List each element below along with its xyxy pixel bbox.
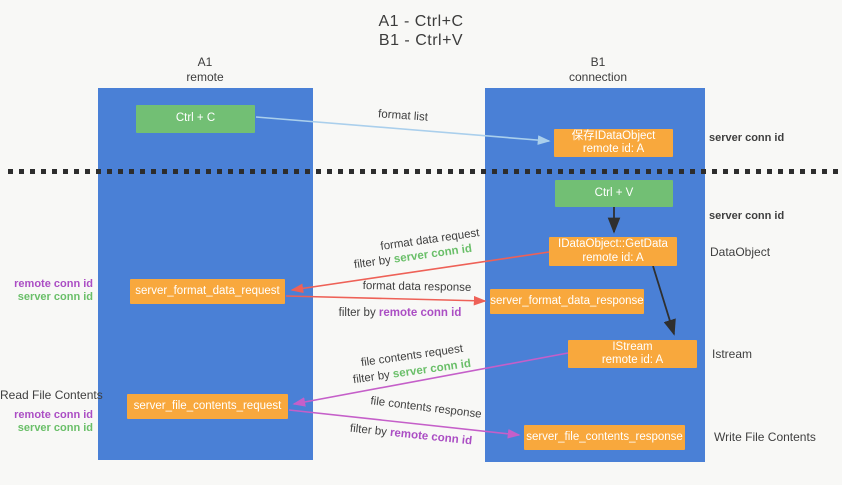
label-filter-by-remote-conn-id-1: filter by remote conn id <box>339 307 462 319</box>
node-file-request-label: server_file_contents_request <box>133 399 282 412</box>
label-filter-by-remote-conn-id-2: filter by remote conn id <box>349 423 472 448</box>
node-server-format-data-request: server_format_data_request <box>130 279 285 304</box>
node-istream-line2: remote id: A <box>601 354 664 366</box>
right-label-server-conn-id-top: server conn id <box>709 132 785 144</box>
filter-by-text: filter by <box>353 254 392 272</box>
remote-conn-id-text: remote conn id <box>389 426 473 448</box>
node-ctrl-c: Ctrl + C <box>136 105 255 133</box>
node-server-file-contents-request: server_file_contents_request <box>127 394 288 419</box>
column-a1-name: A1 <box>197 55 213 69</box>
column-b1-name: B1 <box>590 55 606 69</box>
node-ctrl-v-label: Ctrl + V <box>594 186 634 199</box>
node-ctrl-c-label: Ctrl + C <box>175 112 216 125</box>
node-ctrl-v: Ctrl + V <box>555 180 673 207</box>
column-header-b1: B1 connection <box>538 55 658 85</box>
remote-conn-id-text: remote conn id <box>378 307 462 319</box>
node-getdata-line2: remote id: A <box>582 251 644 264</box>
left-label-server-conn-id-top: server conn id <box>17 291 93 303</box>
left-label-group-format: remote conn id server conn id <box>0 278 93 304</box>
node-istream: IStream remote id: A <box>568 340 697 368</box>
right-label-istream: Istream <box>712 347 753 361</box>
title-line-2: B1 - Ctrl+V <box>378 32 464 49</box>
node-getdata-line1: IDataObject::GetData <box>558 238 668 250</box>
column-header-a1: A1 remote <box>145 55 265 85</box>
left-label-group-file: remote conn id server conn id <box>0 409 93 435</box>
format-data-response-arrow <box>285 295 487 306</box>
filter-by-text: filter by <box>352 369 391 387</box>
node-istream-line1: IStream <box>612 340 653 353</box>
left-label-remote-conn-id-bottom: remote conn id <box>14 409 93 421</box>
label-file-contents-response: file contents response <box>369 395 483 421</box>
node-format-request-label: server_format_data_request <box>135 284 280 297</box>
node-server-file-contents-response: server_file_contents_response <box>524 425 685 450</box>
right-label-write-file-contents: Write File Contents <box>714 430 816 444</box>
right-label-server-conn-id-mid: server conn id <box>709 210 785 222</box>
column-b1-role: connection <box>568 70 628 84</box>
node-format-response-label: server_format_data_response <box>490 294 644 307</box>
node-idataobject-getdata: IDataObject::GetData remote id: A <box>549 237 677 266</box>
right-label-dataobject: DataObject <box>710 245 771 259</box>
node-save-idataobject-line1: 保存IDataObject <box>571 129 656 142</box>
filter-by-text: filter by <box>349 422 388 439</box>
diagram-title: A1 - Ctrl+C B1 - Ctrl+V <box>0 12 842 50</box>
title-line-1: A1 - Ctrl+C <box>378 13 464 30</box>
node-save-idataobject: 保存IDataObject remote id: A <box>554 129 673 157</box>
filter-by-text: filter by <box>338 307 376 319</box>
session-divider-dotted-line <box>8 169 838 174</box>
column-a1-role: remote <box>186 70 224 84</box>
left-label-read-file-contents: Read File Contents <box>0 388 103 402</box>
label-format-list: format list <box>377 108 429 124</box>
label-format-data-response: format data response <box>362 280 472 294</box>
left-label-remote-conn-id-top: remote conn id <box>14 278 93 290</box>
left-label-server-conn-id-bottom: server conn id <box>17 422 93 434</box>
node-save-idataobject-line2: remote id: A <box>582 143 645 155</box>
node-server-format-data-response: server_format_data_response <box>490 289 644 314</box>
node-file-response-label: server_file_contents_response <box>526 430 683 443</box>
